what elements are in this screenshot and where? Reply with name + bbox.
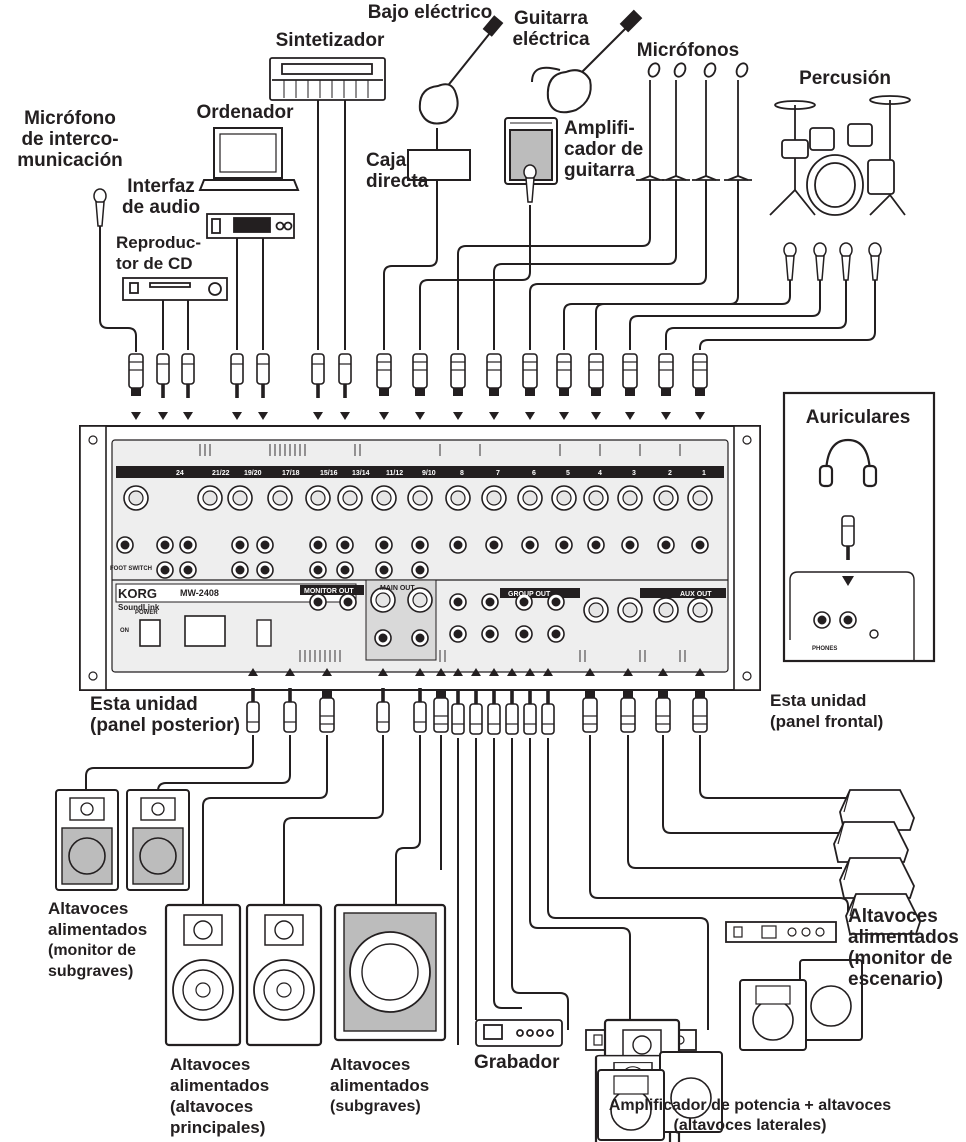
input-arrows [131,412,705,420]
drum-mic-icon [783,242,797,281]
drum-kit-icon [769,95,911,216]
rear-panel-label: Esta unidad(panel posterior) [90,694,240,736]
electric-guitar-icon [546,9,643,114]
channel-number: 24 [176,470,184,477]
mics-label: Micrófonos [636,40,740,61]
bass-label: Bajo eléctrico [367,2,493,23]
aux-out-label: AUX OUT [680,591,712,598]
direct-box-icon [407,149,471,181]
sub-monitor-speaker-icon [126,789,190,891]
channel-number: 8 [460,470,464,477]
main-out-label: MAIN OUT [380,585,415,592]
channel-number: 9/10 [422,470,436,477]
sub-monitor-speaker-icon [55,789,119,891]
headphones-icon [818,438,878,488]
stage-monitor-icon [839,857,915,899]
front-panel-label: Esta unidad(panel frontal) [770,691,884,731]
foot-switch-label: FOOT SWITCH [110,566,152,572]
phones-label: PHONES [812,646,837,652]
recorder-icon [475,1019,563,1047]
main-speaker-icon [164,903,242,1047]
drum-mic-icon [868,242,882,281]
output-plugs [246,687,708,735]
synthesizer-icon [269,57,386,101]
headphones-label: Auriculares [805,407,911,428]
channel-number: 5 [566,470,570,477]
audio-interface-icon [206,213,295,239]
channel-number: 6 [532,470,536,477]
channel-number: 4 [598,470,602,477]
microphone-stands-icon [636,62,752,181]
side-speakers-front [597,959,863,1141]
channel-number: 3 [632,470,636,477]
monitor-out-label: MONITOR OUT [304,588,354,595]
on-label: ON [120,628,129,634]
input-plugs [128,353,708,399]
computer-label: Ordenador [196,102,294,123]
channel-number: 17/18 [282,470,300,477]
power-label: POWER [135,610,158,616]
recorder-label: Grabador [474,1052,560,1073]
channel-number: 19/20 [244,470,262,477]
channel-number: 11/12 [386,470,403,477]
cd-player-icon [122,277,228,301]
side-speakers-label: Amplificador de potencia + altavoces(alt… [608,1097,892,1134]
channel-number: 1 [702,470,706,477]
panel-model: MW-2408 [180,588,219,598]
amp-mic-icon [523,164,537,203]
main-speaker-icon [245,903,323,1047]
panel-sub-brand: SoundLink [118,603,160,612]
drums-label: Percusión [799,68,891,89]
channel-number: 15/16 [320,470,338,477]
channel-number: 13/14 [352,470,370,477]
channel-number: 2 [668,470,672,477]
channel-number: 21/22 [212,470,230,477]
synth-label: Sintetizador [275,30,385,51]
bass-guitar-icon [418,15,504,125]
output-arrows [248,668,705,676]
power-amp-icon [725,921,837,943]
mixer-rear-panel [79,425,761,691]
guitar-amp-icon [504,117,558,185]
panel-brand: KORG [118,586,157,601]
laptop-icon [198,127,300,191]
front-panel-box [782,391,936,663]
drum-mic-icon [813,242,827,281]
subwoofer-icon [333,903,447,1042]
drum-mic-icon [839,242,853,281]
headphones-arrow [842,576,854,586]
group-out-label: GROUP OUT [508,591,551,598]
intercom-mic-icon [93,188,107,227]
stage-monitor-icon [833,821,909,863]
channel-number: 7 [496,470,500,477]
cd-label: Reproduc-tor de CD [116,233,201,273]
